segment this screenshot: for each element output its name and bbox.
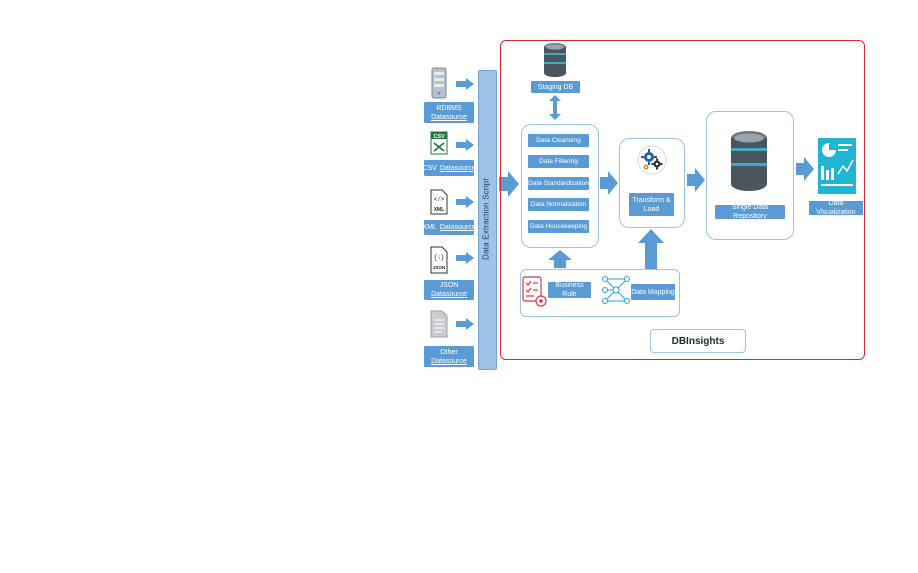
- csv-label-line1: CSV: [422, 164, 437, 172]
- other-label-line2: Datasource: [431, 357, 467, 365]
- json-label-line2: Datasource: [431, 291, 467, 298]
- dbinsights-frame: [500, 40, 865, 360]
- staging-database-icon: [544, 43, 566, 77]
- single-repository-text: Single Data Repository: [731, 204, 769, 220]
- dashboard-chart-icon: [818, 138, 856, 194]
- rdbms-label-line2: Datasource: [431, 113, 467, 121]
- repository-database-icon: [731, 131, 767, 191]
- server-icon: [431, 67, 447, 99]
- json-datasource-label: JSON Datasource: [424, 280, 474, 300]
- csv-file-icon: CSV: [430, 131, 448, 155]
- xml-label-line1: XML: [422, 224, 437, 231]
- data-filtering-step: Data Filtering: [528, 155, 589, 168]
- network-mapping-icon: [602, 276, 630, 304]
- document-icon: [430, 310, 448, 338]
- data-extraction-script-bar: [478, 70, 497, 370]
- xml-glyph: </>: [434, 196, 445, 203]
- data-standardization-step: Data Standardization: [528, 177, 589, 190]
- json-glyph: {:}: [434, 254, 445, 261]
- arrow-staging-bidirectional: [549, 95, 561, 120]
- rdbms-datasource-label: RDBMS Datasource: [424, 102, 474, 123]
- csv-icon-text: CSV: [433, 134, 445, 140]
- xml-datasource-label: XML Datasource: [422, 220, 476, 235]
- other-label-line1: Other: [440, 348, 458, 356]
- arrow-csv: [456, 139, 474, 151]
- data-visualization-label: Data Visualization: [809, 200, 863, 216]
- business-rule-label: Business Rule: [548, 282, 591, 298]
- arrow-other: [456, 318, 474, 330]
- xml-icon-text: XML: [434, 207, 445, 213]
- arrow-transform-to-repository: [687, 168, 705, 192]
- transform-load-line2: Load: [643, 205, 660, 213]
- data-housekeeping-step: Data Housekeeping: [528, 220, 589, 233]
- arrow-rules-to-processing: [548, 250, 572, 268]
- data-mapping-label: Data Mapping: [631, 284, 675, 300]
- gears-icon: [637, 145, 667, 175]
- arrow-xml: [456, 196, 474, 208]
- rdbms-label-line1: RDBMS: [436, 104, 462, 112]
- csv-label-line2: Datasource: [439, 164, 476, 172]
- xml-label-line2: Datasource: [439, 224, 476, 231]
- arrow-mapping-to-transform: [638, 229, 664, 269]
- single-data-repository-label: Single Data Repository: [715, 204, 785, 220]
- arrow-processing-to-transform: [600, 171, 618, 195]
- other-datasource-label: Other Datasource: [424, 346, 474, 367]
- json-file-icon: {:} JSON: [430, 246, 448, 274]
- checklist-gear-icon: [522, 276, 547, 307]
- dbinsights-brand: DBInsights: [650, 329, 746, 353]
- arrow-repository-to-visualization: [796, 157, 814, 181]
- transform-load-label: Transform & Load: [629, 193, 674, 216]
- json-icon-text: JSON: [433, 265, 446, 270]
- arrow-extract-to-processing: [499, 171, 519, 197]
- staging-db-label: Staging DB: [531, 81, 580, 93]
- transform-load-line1: Transform &: [632, 196, 671, 204]
- data-cleansing-step: Data Cleansing: [528, 134, 589, 147]
- csv-datasource-label: CSV Datasource: [422, 160, 476, 176]
- business-rule-text: Business Rule: [555, 282, 584, 298]
- data-mapping-text: Data Mapping: [631, 288, 675, 296]
- data-extraction-script-label: Data Extraction Script: [481, 178, 491, 260]
- xml-file-icon: </> XML: [430, 189, 448, 215]
- data-visualization-text: Data Visualization: [816, 200, 856, 216]
- arrow-json: [456, 252, 474, 264]
- json-label-line1: JSON: [439, 282, 459, 289]
- data-normalization-step: Data Normalization: [528, 198, 589, 211]
- arrow-rdbms: [456, 78, 474, 90]
- staging-db-text: Staging DB: [537, 83, 574, 91]
